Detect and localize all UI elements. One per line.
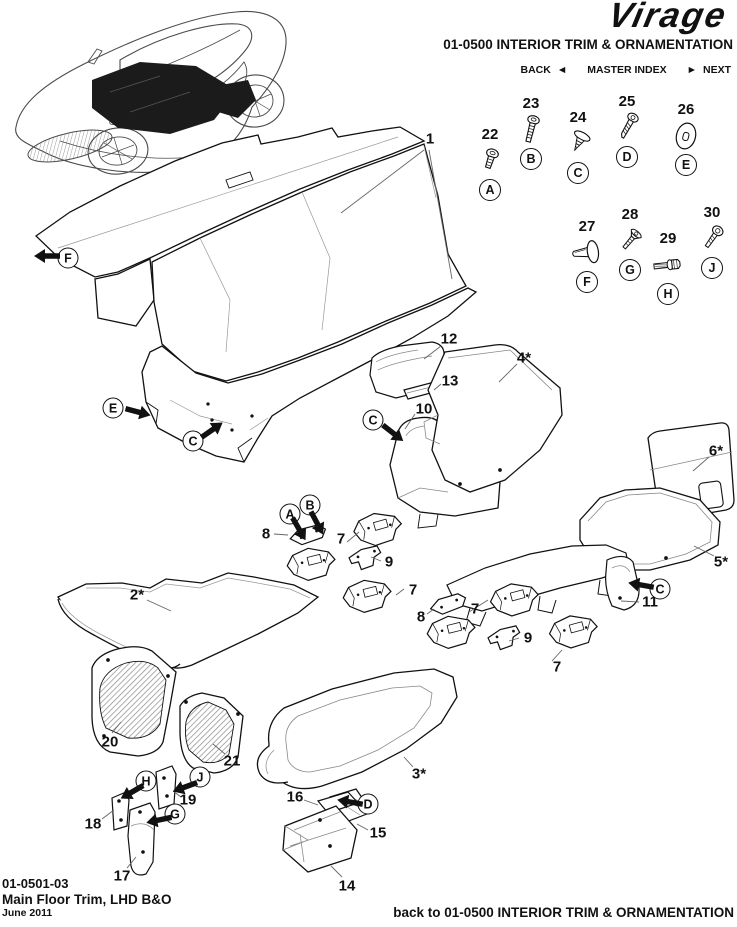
footer-left: 01-0501-03 Main Floor Trim, LHD B&O June… — [2, 876, 172, 920]
floor-mat-2 — [57, 572, 320, 669]
doc-date: June 2011 — [2, 907, 53, 920]
bracket-17 — [127, 802, 156, 876]
nav-back-link[interactable]: BACK — [520, 64, 551, 76]
front-wheel — [87, 127, 149, 175]
header-nav: BACK ◄ MASTER INDEX ► NEXT — [520, 64, 731, 76]
speaker-panel-20 — [91, 646, 177, 757]
bracket-19 — [155, 765, 177, 810]
bracket-rail-11 — [446, 544, 640, 627]
nav-back-arrow-icon: ◄ — [556, 64, 568, 76]
doc-title: Main Floor Trim, LHD B&O — [2, 891, 172, 907]
car-floor-trim-highlight — [92, 62, 256, 134]
leader-lines — [101, 149, 715, 878]
floor-mat-4 — [423, 344, 563, 493]
nav-next-arrow-icon: ► — [686, 64, 697, 76]
page-title: 01-0500 INTERIOR TRIM & ORNAMENTATION — [443, 37, 733, 52]
nav-next-link[interactable]: NEXT — [702, 64, 731, 76]
virage-logo: Virage — [605, 0, 732, 35]
doc-number: 01-0501-03 — [2, 876, 69, 891]
nav-master-index-link[interactable]: MASTER INDEX — [587, 64, 667, 76]
floor-mat-3 — [256, 668, 458, 790]
bracket-18 — [111, 791, 130, 831]
main-carpet-part-1 — [34, 126, 478, 463]
footrest-bracket-14 — [282, 805, 358, 873]
car-illustration — [15, 10, 287, 175]
speaker-panel-21 — [179, 692, 244, 774]
back-to-section-link[interactable]: back to 01-0500 INTERIOR TRIM & ORNAMENT… — [393, 905, 734, 920]
